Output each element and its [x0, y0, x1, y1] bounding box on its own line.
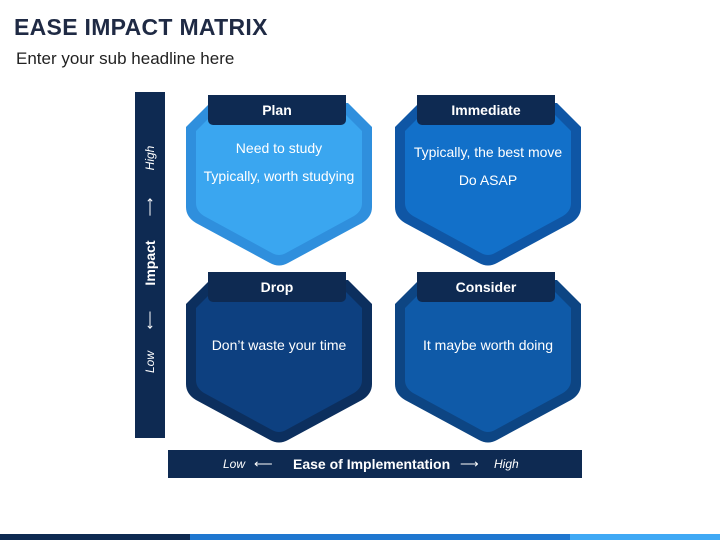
quadrant-line: Typically, the best move	[413, 144, 563, 160]
quadrant-title: Immediate	[417, 95, 555, 125]
page-subtitle: Enter your sub headline here	[16, 49, 235, 68]
impact-axis: High ⟶ Impact ⟵ Low	[135, 92, 165, 438]
quadrant-consider: Consider It maybe worth doing	[391, 272, 585, 448]
footer-segment	[190, 534, 570, 540]
hexagon-shape	[186, 103, 372, 266]
quadrant-immediate: Immediate Typically, the best move Do AS…	[391, 95, 585, 271]
quadrant-body: It maybe worth doing	[411, 336, 565, 364]
quadrant-title: Consider	[417, 272, 555, 302]
quadrant-body: Don’t waste your time	[202, 336, 356, 364]
impact-axis-label: Impact	[142, 240, 158, 286]
footer-segment	[0, 534, 190, 540]
impact-high-label: High	[143, 145, 157, 171]
quadrant-line: Need to study	[235, 140, 323, 156]
quadrant-line: Don’t waste your time	[211, 337, 347, 353]
quadrant-line: Do ASAP	[458, 172, 518, 188]
hexagon-shape	[395, 280, 581, 443]
quadrant-title: Drop	[208, 272, 346, 302]
quadrant-drop: Drop Don’t waste your time	[182, 272, 376, 448]
quadrant-plan: Plan Need to study Typically, worth stud…	[182, 95, 376, 271]
arrow-right-icon: ⟶	[460, 456, 479, 471]
quadrant-line: Typically, worth studying	[203, 168, 355, 184]
page-title: EASE IMPACT MATRIX	[14, 14, 268, 40]
impact-low-label: Low	[143, 350, 157, 374]
quadrant-line: It maybe worth doing	[423, 337, 553, 353]
arrow-down-icon: ⟵	[142, 310, 157, 330]
quadrant-body: Typically, the best move Do ASAP	[411, 143, 565, 199]
ease-high-label: High	[494, 457, 519, 471]
hexagon-shape	[395, 103, 581, 266]
ease-axis: Low ⟵ Ease of Implementation ⟶ High	[168, 450, 582, 478]
ease-axis-label: Ease of Implementation	[293, 456, 451, 472]
arrow-left-icon: ⟵	[254, 456, 273, 471]
footer-bar	[0, 534, 720, 540]
quadrant-body: Need to study Typically, worth studying	[202, 139, 356, 195]
arrow-up-icon: ⟶	[142, 197, 157, 217]
hexagon-shape	[186, 280, 372, 443]
quadrant-title: Plan	[208, 95, 346, 125]
ease-low-label: Low	[223, 457, 246, 471]
footer-segment	[570, 534, 720, 540]
